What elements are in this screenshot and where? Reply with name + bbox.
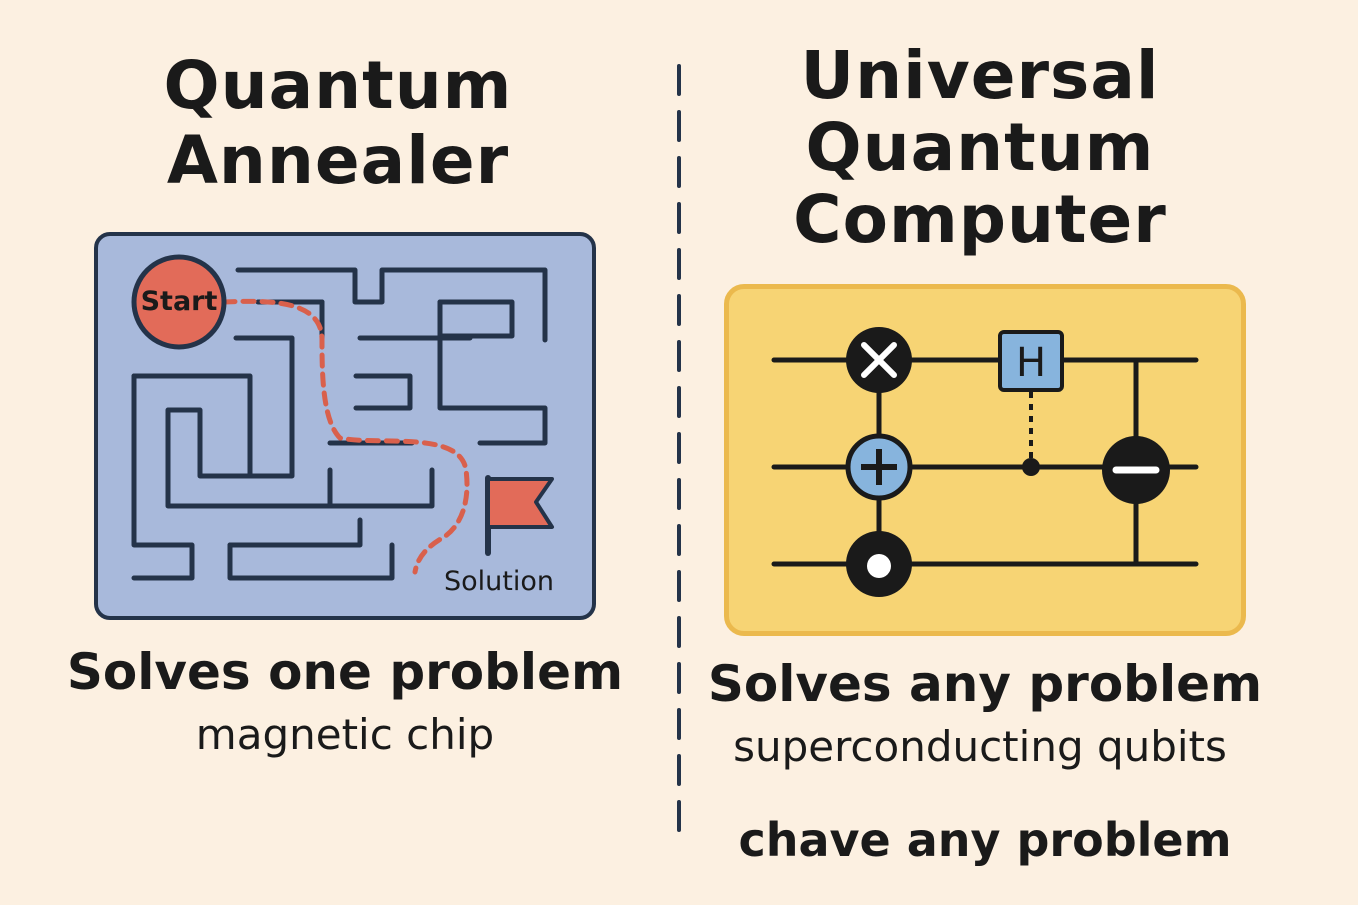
universal-title: Universal Quantum Computer bbox=[680, 40, 1280, 256]
universal-caption: Solves any problem bbox=[707, 655, 1263, 713]
control-dot-icon bbox=[846, 531, 912, 597]
solution-path bbox=[221, 298, 470, 575]
universal-title-line-3: Computer bbox=[793, 181, 1167, 258]
universal-panel: Universal Quantum Computer bbox=[680, 0, 1358, 905]
annealer-caption: Solves one problem bbox=[66, 643, 624, 701]
h-gate-label: H bbox=[1016, 340, 1046, 386]
maze-wall bbox=[131, 373, 195, 581]
start-label: Start bbox=[140, 286, 218, 317]
maze-wall bbox=[131, 373, 435, 509]
maze-wall bbox=[227, 542, 395, 581]
plus-gate-icon bbox=[845, 433, 913, 501]
maze-walls bbox=[131, 267, 548, 581]
annealer-title: Quantum Annealer bbox=[0, 48, 676, 198]
annealer-title-line-1: Quantum bbox=[163, 47, 513, 124]
annealer-title-line-2: Annealer bbox=[166, 122, 510, 199]
universal-subcaption: superconducting qubits bbox=[733, 722, 1227, 771]
maze-illustration bbox=[131, 254, 554, 581]
x-gate-icon bbox=[846, 327, 912, 393]
start-circle bbox=[131, 254, 227, 350]
maze-wall bbox=[227, 517, 363, 548]
universal-title-line-1: Universal bbox=[800, 37, 1160, 114]
h-control-dot bbox=[1022, 458, 1040, 476]
minus-gate-icon bbox=[1102, 436, 1170, 504]
solution-label: Solution bbox=[444, 566, 554, 597]
panel-divider bbox=[677, 64, 681, 832]
maze-wall bbox=[233, 335, 295, 479]
maze-wall bbox=[437, 299, 548, 446]
annealer-subcaption: magnetic chip bbox=[195, 710, 495, 759]
flag-icon bbox=[485, 475, 554, 556]
universal-extra-caption: chave any problem bbox=[738, 813, 1232, 867]
maze-wall bbox=[437, 299, 515, 339]
universal-title-line-2: Quantum bbox=[805, 109, 1155, 186]
circuit-diagram: H bbox=[771, 327, 1199, 597]
maze-wall bbox=[353, 373, 413, 411]
annealer-panel: Quantum Annealer bbox=[0, 0, 676, 905]
h-gate-icon: H bbox=[998, 330, 1064, 392]
maze-wall bbox=[235, 267, 548, 343]
